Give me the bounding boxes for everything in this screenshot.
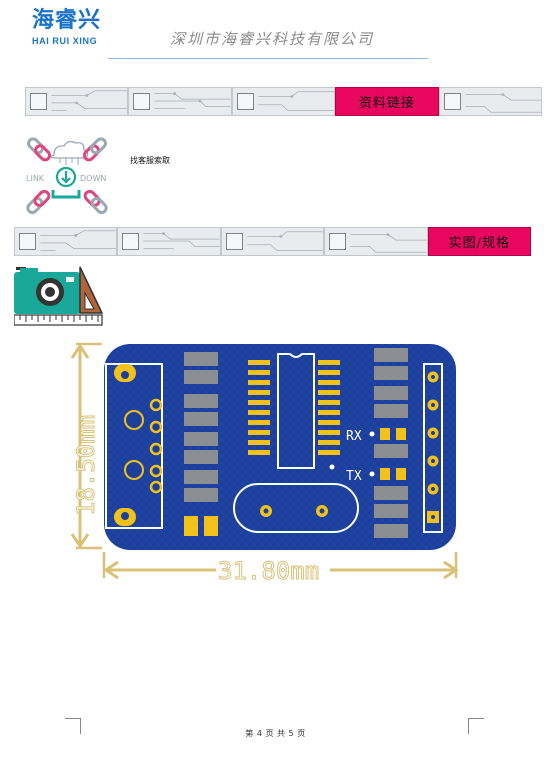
section-banner-specs: 实图/规格 (14, 227, 532, 256)
footer-corner-mark-left (65, 718, 81, 734)
page-number: 第 4 页 共 5 页 (245, 729, 306, 738)
pcb-pattern-cell (231, 87, 336, 116)
company-logo: 海睿兴 HAI RUI XING (32, 8, 116, 50)
pcb-pattern-cell (14, 227, 118, 256)
logo-english-text: HAI RUI XING (32, 36, 98, 46)
photo-specs-text: 实图/规格 (448, 236, 511, 251)
pcb-pattern-cell (438, 87, 543, 116)
header-divider (108, 58, 428, 59)
height-dimension-label: 18.50mm (72, 415, 100, 516)
materials-link-text: 资料链接 (358, 96, 415, 111)
link-icon-left-text: LINK (26, 174, 45, 183)
width-dimension-label: 31.80mm (218, 557, 319, 584)
footer-corner-mark-right (468, 718, 484, 734)
pcb-pattern-cell (117, 227, 221, 256)
logo-chinese-text: 海睿兴 (32, 8, 102, 33)
photo-specs-label[interactable]: 实图/规格 (427, 227, 532, 256)
camera-ruler-icon (13, 265, 104, 327)
section-banner-materials: 资料链接 (25, 87, 543, 116)
tx-label: TX (346, 469, 362, 484)
pcb-pattern-cell (324, 227, 428, 256)
contact-service-note: 找客服索取 (130, 156, 170, 165)
pcb-pattern-cell (128, 87, 232, 116)
pcb-pattern-cell (220, 227, 325, 256)
link-icon-right-text: DOWN (80, 174, 106, 183)
company-name: 深圳市海睿兴科技有限公司 (170, 30, 375, 48)
pcb-pattern-cell (25, 87, 129, 116)
materials-link-label[interactable]: 资料链接 (335, 87, 439, 116)
board-photo: RX TX 18.50mm 31.80mm (66, 340, 462, 586)
rx-label: RX (346, 429, 362, 444)
link-download-icon: LINK DOWN (24, 135, 110, 217)
